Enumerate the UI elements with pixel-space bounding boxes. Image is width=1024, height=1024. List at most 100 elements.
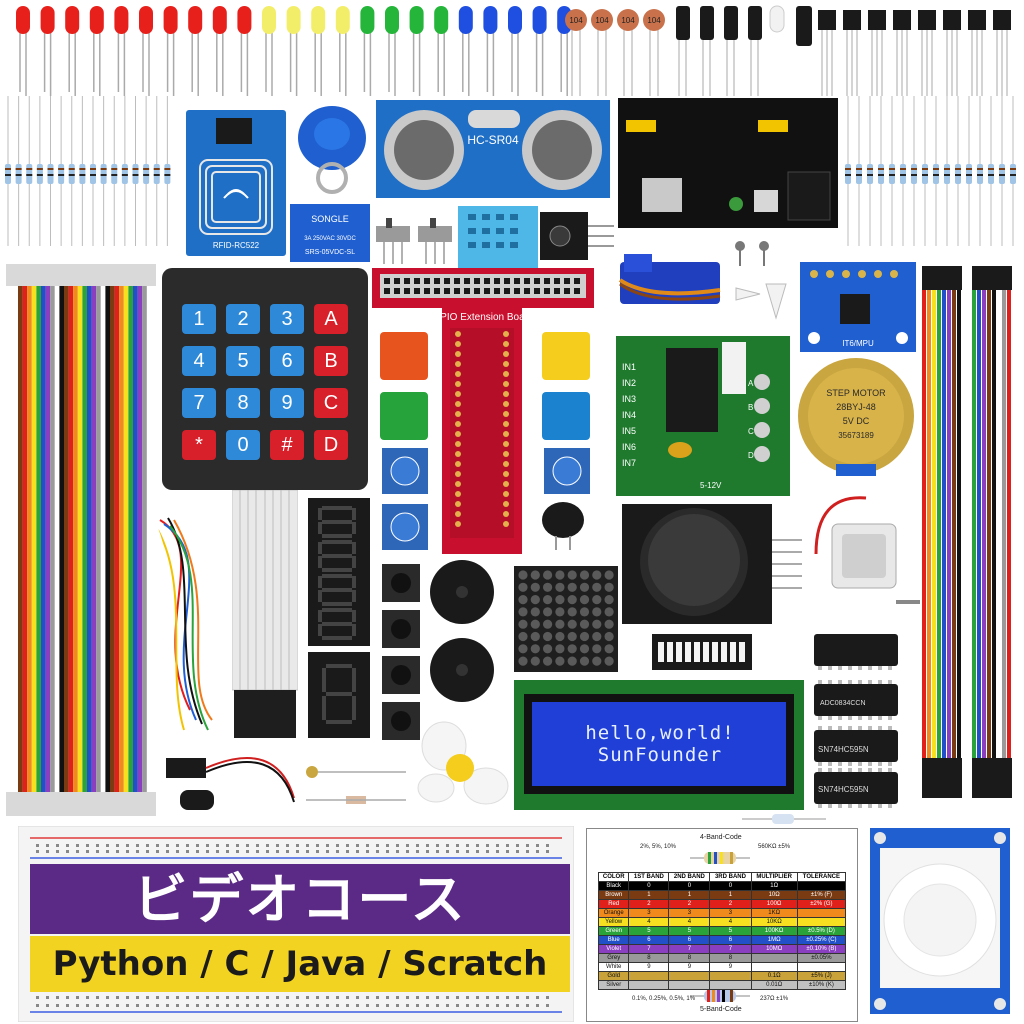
transistor xyxy=(893,10,911,30)
slide-switches xyxy=(376,218,452,264)
led xyxy=(434,6,449,34)
stepper-code: 35673189 xyxy=(838,431,874,440)
keypad-key[interactable]: 0 xyxy=(226,430,260,460)
keypad-key[interactable]: # xyxy=(270,430,304,460)
transistor xyxy=(943,10,961,30)
transistor xyxy=(818,10,836,30)
ribbon-connector-top xyxy=(6,264,156,286)
color-code-top-example: 560KΩ ±5% xyxy=(758,844,791,850)
electrolytic-capacitor xyxy=(724,6,738,40)
rfid-module: RFID-RC522 xyxy=(186,110,286,256)
ic-chip xyxy=(814,634,898,666)
relay-rating: 3A 250VAC 30VDC xyxy=(304,236,356,242)
keypad-key[interactable]: 5 xyxy=(226,346,260,376)
led xyxy=(532,6,547,34)
stepper-voltage: 5V DC xyxy=(843,416,870,426)
led-bar-graph xyxy=(652,634,752,670)
electrolytic-capacitor-large xyxy=(796,6,812,46)
power-supply-module xyxy=(618,98,838,228)
buzzer-small xyxy=(542,502,584,550)
keypad-key[interactable]: D xyxy=(314,430,348,460)
lcd-line-1: hello,world! xyxy=(585,722,735,744)
driver-input-label: IN3 xyxy=(622,394,636,404)
dc-motor xyxy=(814,496,920,604)
keypad-key[interactable]: 2 xyxy=(226,304,260,334)
gpio-board-label: GPIO Extension Board xyxy=(432,312,533,323)
ic-chips xyxy=(814,634,898,808)
keypad-key[interactable]: B xyxy=(314,346,348,376)
ribbon-cable xyxy=(6,264,156,816)
dht11-sensor xyxy=(458,206,538,270)
ceramic-capacitor xyxy=(565,9,587,31)
photoresistor-module xyxy=(540,212,614,260)
capacitor-code: 104 xyxy=(621,16,635,25)
led xyxy=(335,6,350,34)
ic-chip xyxy=(814,730,898,762)
led xyxy=(89,6,104,34)
lcd1602 xyxy=(514,680,804,810)
electrolytic-capacitor-row xyxy=(676,5,812,96)
keypad-key[interactable]: * xyxy=(182,430,216,460)
servo-motor xyxy=(618,254,721,304)
led xyxy=(139,6,153,34)
keypad-key[interactable]: 9 xyxy=(270,388,304,418)
wire-header-bottom-right xyxy=(972,758,1012,798)
wire-header-bottom-left xyxy=(922,758,962,798)
buzzers xyxy=(430,560,494,702)
led xyxy=(16,6,30,34)
ic-chip xyxy=(814,772,898,804)
single-seven-segment xyxy=(308,652,370,738)
led xyxy=(262,6,276,34)
relay-brand: SONGLE xyxy=(311,214,349,224)
rgb-led xyxy=(769,5,785,33)
led xyxy=(237,6,252,34)
joystick-module xyxy=(622,504,802,624)
ic-595-label-b: SN74HC595N xyxy=(818,785,869,794)
color-code-bottom-heading: 5-Band-Code xyxy=(700,1006,742,1013)
electrolytic-capacitor xyxy=(676,6,690,40)
driver-input-label: IN5 xyxy=(622,426,636,436)
banner-title: ビデオコース xyxy=(133,868,467,931)
keypad-key[interactable]: 7 xyxy=(182,388,216,418)
driver-input-label: IN1 xyxy=(622,362,636,372)
loose-resistor xyxy=(742,814,826,824)
keypad-key[interactable]: 1 xyxy=(182,304,216,334)
keypad-key[interactable]: A xyxy=(314,304,348,334)
color-code-bottom-example: 237Ω ±1% xyxy=(760,996,789,1002)
keypad-key[interactable]: 3 xyxy=(270,304,304,334)
led xyxy=(65,6,80,34)
stepper-title: STEP MOTOR xyxy=(826,388,886,398)
potentiometers-left xyxy=(382,448,428,550)
keypad-key[interactable]: C xyxy=(314,388,348,418)
transistor xyxy=(843,10,861,30)
electrolytic-capacitor xyxy=(748,6,762,40)
keypad-key[interactable]: 6 xyxy=(270,346,304,376)
driver-output-label: A xyxy=(748,379,754,388)
color-code-header: TOLERANCE xyxy=(796,872,847,882)
mpu-label: IT6/MPU xyxy=(842,339,874,348)
resistor-bundle-left xyxy=(5,96,171,246)
led xyxy=(286,6,301,34)
stepper-motor: STEP MOTOR 28BYJ-48 5V DC 35673189 xyxy=(798,358,914,476)
keypad-key[interactable]: 4 xyxy=(182,346,216,376)
wire-header-top-left xyxy=(922,266,962,290)
driver-output-label: D xyxy=(748,451,754,460)
transistor-row xyxy=(818,10,1011,96)
pir-motion-sensor xyxy=(870,828,1010,1014)
rfid-keyfob xyxy=(298,106,366,194)
fan-propeller xyxy=(417,721,509,805)
keypad-key[interactable]: 8 xyxy=(226,388,260,418)
potentiometer-right xyxy=(544,448,590,494)
led-matrix xyxy=(514,566,618,672)
keypad-ribbon xyxy=(232,490,298,738)
